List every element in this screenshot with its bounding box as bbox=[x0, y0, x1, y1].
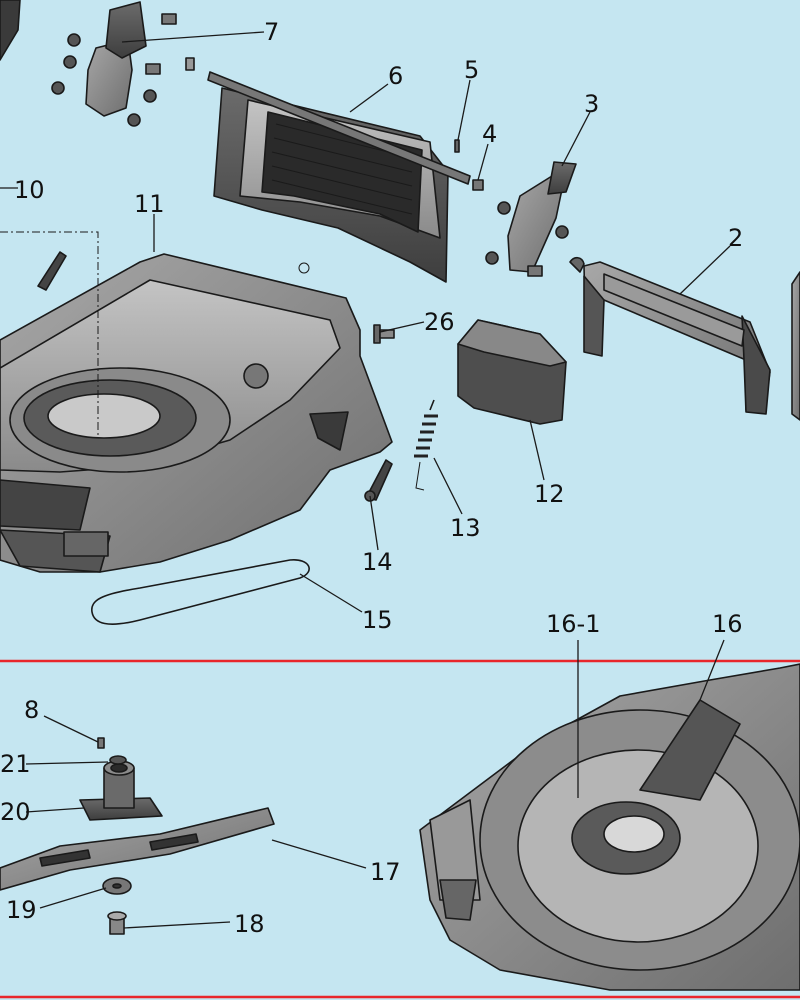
label-part-21: 21 bbox=[0, 750, 31, 778]
rear-bracket-left-part bbox=[51, 1, 195, 127]
grass-box-cover-part bbox=[457, 319, 567, 425]
handle-fragment-part bbox=[0, 0, 21, 61]
label-part-16-1: 16-1 bbox=[546, 610, 600, 638]
washer-part bbox=[102, 877, 132, 895]
part-labels: 2 3 4 5 6 7 10 11 26 12 13 14 15 16-1 16… bbox=[0, 18, 743, 938]
label-part-14: 14 bbox=[362, 548, 393, 576]
label-part-17: 17 bbox=[370, 858, 401, 886]
blade-adapter-part bbox=[79, 760, 163, 821]
label-part-15: 15 bbox=[362, 606, 393, 634]
rear-guard-part bbox=[569, 256, 771, 415]
cable-clip-alt-part bbox=[37, 251, 67, 291]
pin-part bbox=[454, 139, 460, 153]
label-part-3: 3 bbox=[584, 90, 599, 118]
edge-part bbox=[791, 271, 800, 421]
label-part-26: 26 bbox=[424, 308, 455, 336]
rear-bracket-right-part bbox=[485, 161, 577, 277]
label-part-4: 4 bbox=[482, 120, 497, 148]
label-part-13: 13 bbox=[450, 514, 481, 542]
label-part-2: 2 bbox=[728, 224, 743, 252]
label-part-18: 18 bbox=[234, 910, 265, 938]
deck-underside-part bbox=[419, 663, 800, 991]
spring-part bbox=[414, 399, 438, 491]
blade-bolt-part bbox=[107, 911, 127, 935]
label-part-20: 20 bbox=[0, 798, 31, 826]
label-part-12: 12 bbox=[534, 480, 565, 508]
label-part-16: 16 bbox=[712, 610, 743, 638]
drive-belt-part bbox=[91, 559, 310, 625]
rear-flap-part bbox=[207, 71, 471, 283]
key-part bbox=[97, 737, 127, 765]
label-part-8: 8 bbox=[24, 696, 39, 724]
label-part-6: 6 bbox=[388, 62, 403, 90]
label-part-7: 7 bbox=[264, 18, 279, 46]
leader-lines bbox=[0, 31, 731, 929]
label-part-11: 11 bbox=[134, 190, 165, 218]
label-part-19: 19 bbox=[6, 896, 37, 924]
label-part-5: 5 bbox=[464, 56, 479, 84]
deck-housing-part bbox=[0, 231, 393, 573]
screw-part bbox=[373, 324, 395, 344]
bush-part bbox=[472, 179, 484, 191]
label-part-10: 10 bbox=[14, 176, 45, 204]
cable-clip-part bbox=[364, 459, 393, 502]
blade-part bbox=[0, 807, 275, 891]
